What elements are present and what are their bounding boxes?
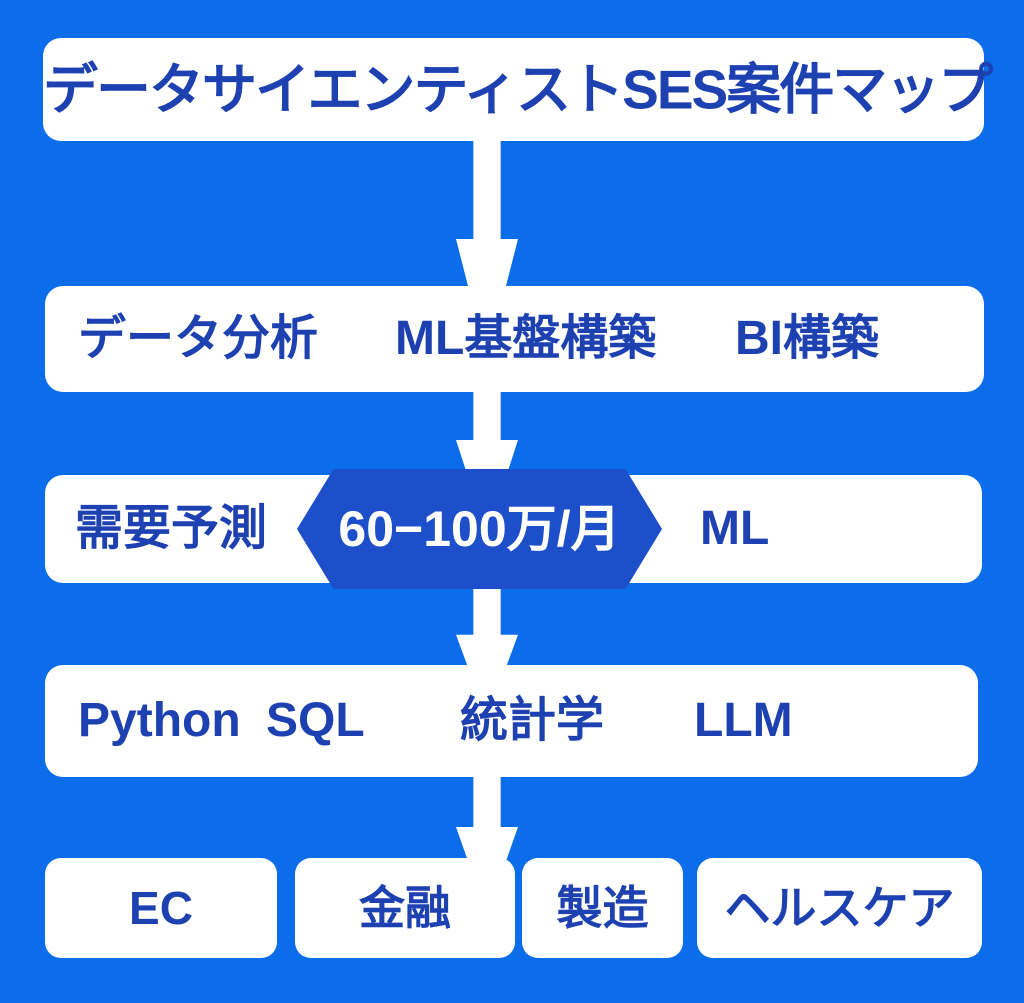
- down-arrow-icon: [456, 391, 518, 480]
- service-row-card: データ分析 ML基盤構築 BI構築: [45, 286, 984, 392]
- skill-row-card: Python SQL 統計学 LLM: [45, 665, 978, 777]
- down-arrow-icon: [456, 776, 518, 864]
- down-arrow-icon: [456, 140, 518, 290]
- service-item-bi: BI構築: [735, 312, 880, 365]
- rate-badge: 60−100万/月: [297, 469, 662, 589]
- industry-card-healthcare: ヘルスケア: [697, 858, 982, 958]
- skill-item-python: Python: [78, 694, 241, 747]
- down-arrow-icon: [456, 582, 518, 670]
- service-item-ml-platform: ML基盤構築: [395, 312, 657, 365]
- skill-item-statistics: 統計学: [460, 694, 605, 747]
- demand-label: 需要予測: [75, 502, 268, 555]
- industry-card-manufacturing: 製造: [522, 858, 683, 958]
- rate-badge-text: 60−100万/月: [338, 501, 621, 557]
- industry-card-ec: EC: [45, 858, 277, 958]
- industry-label-finance: 金融: [359, 882, 451, 934]
- title-card: データサイエンティストSES案件マップ: [43, 38, 993, 141]
- skill-item-llm: LLM: [694, 694, 793, 747]
- demand-row-card: 需要予測 60−100万/月 ML: [45, 469, 982, 589]
- industry-label-ec: EC: [129, 882, 193, 934]
- industry-card-finance: 金融: [295, 858, 515, 958]
- page-title: データサイエンティストSES案件マップ: [43, 58, 993, 120]
- service-item-data-analysis: データ分析: [78, 312, 319, 365]
- industry-label-manufacturing: 製造: [556, 882, 649, 934]
- skill-item-sql: SQL: [266, 694, 365, 747]
- industry-label-healthcare: ヘルスケア: [724, 882, 955, 934]
- ml-tag: ML: [700, 502, 770, 555]
